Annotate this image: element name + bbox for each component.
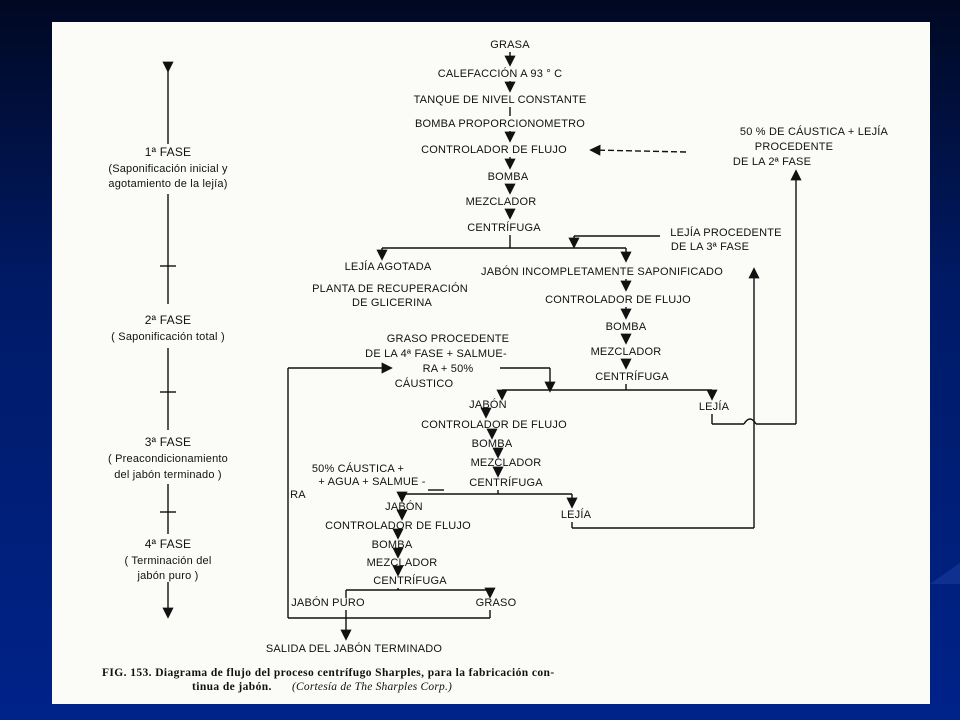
phase-4-desc: jabón puro ) (136, 570, 198, 582)
node-caustica-2fase: 50 % DE CÁUSTICA + LEJÍA (740, 125, 889, 138)
node-jabon-incompleto: JABÓN INCOMPLETAMENTE SAPONIFICADO (481, 265, 723, 278)
node-mezclador-2: MEZCLADOR (591, 346, 662, 358)
node-salida: SALIDA DEL JABÓN TERMINADO (266, 642, 443, 655)
node-caustica-agua: 50% CÁUSTICA + (312, 462, 404, 475)
node-mezclador-3: MEZCLADOR (471, 457, 542, 469)
node-controlador-flujo-4: CONTROLADOR DE FLUJO (325, 520, 471, 532)
node-bomba-3: BOMBA (472, 438, 513, 450)
node-caustica-2fase: DE LA 2ª FASE (733, 156, 811, 168)
node-caustica-agua: RA (290, 489, 306, 501)
node-jabon-4: JABÓN (385, 500, 423, 513)
node-bomba-4: BOMBA (372, 539, 413, 551)
phase-2-desc: ( Saponificación total ) (111, 331, 225, 343)
node-lejia-3: LEJÍA (699, 400, 730, 413)
phase-4-desc: ( Terminación del (125, 555, 212, 567)
node-lejia-3fase: LEJÍA PROCEDENTE (670, 226, 781, 239)
node-bomba-2: BOMBA (606, 321, 647, 333)
figure-caption-credit: (Cortesía de The Sharples Corp.) (292, 681, 452, 693)
node-lejia-4: LEJÍA (561, 508, 592, 521)
slide-decoration (930, 560, 960, 584)
node-lejia-agotada: LEJÍA AGOTADA (345, 260, 432, 273)
phase-1-desc: (Saponificación inicial y (108, 163, 228, 175)
node-grasa: GRASA (490, 39, 530, 51)
flow-diagram: 1ª FASE (Saponificación inicial y agotam… (102, 39, 889, 693)
slide-frame: 1ª FASE (Saponificación inicial y agotam… (52, 22, 930, 704)
node-planta-glicerina: PLANTA DE RECUPERACIÓN (312, 282, 468, 295)
phase-4-title: 4ª FASE (145, 537, 192, 551)
node-graso-4fase: RA + 50% (423, 363, 474, 375)
phase-2-title: 2ª FASE (145, 313, 192, 327)
node-graso-4fase: CÁUSTICO (395, 377, 454, 390)
node-caustica-2fase: PROCEDENTE (755, 141, 833, 153)
phase-1-title: 1ª FASE (145, 145, 192, 159)
phase-1-desc: agotamiento de la lejía) (108, 178, 227, 190)
node-caustica-agua: + AGUA + SALMUE - (318, 476, 425, 488)
figure-caption: FIG. 153. Diagrama de flujo del proceso … (102, 667, 555, 679)
node-jabon-puro: JABÓN PURO (291, 596, 365, 609)
node-graso-4fase: DE LA 4ª FASE + SALMUE- (365, 348, 507, 360)
node-bomba-1: BOMBA (488, 171, 529, 183)
node-mezclador-4: MEZCLADOR (367, 557, 438, 569)
phase-3-desc: del jabón terminado ) (114, 469, 222, 481)
node-centrifuga-1: CENTRÍFUGA (467, 221, 541, 234)
node-centrifuga-3: CENTRÍFUGA (469, 476, 543, 489)
node-graso-final: GRASO (476, 597, 517, 609)
phase-3-desc: ( Preacondicionamiento (108, 453, 228, 465)
node-controlador-flujo-2: CONTROLADOR DE FLUJO (545, 294, 691, 306)
node-mezclador-1: MEZCLADOR (466, 196, 537, 208)
node-controlador-flujo-1: CONTROLADOR DE FLUJO (421, 144, 567, 156)
phase-3-title: 3ª FASE (145, 435, 192, 449)
node-centrifuga-4: CENTRÍFUGA (373, 574, 447, 587)
node-lejia-3fase: DE LA 3ª FASE (671, 241, 749, 253)
node-tanque: TANQUE DE NIVEL CONSTANTE (414, 94, 587, 106)
phase-timeline (160, 61, 176, 619)
node-controlador-flujo-3: CONTROLADOR DE FLUJO (421, 419, 567, 431)
node-centrifuga-2: CENTRÍFUGA (595, 370, 669, 383)
node-planta-glicerina: DE GLICERINA (352, 297, 432, 309)
node-jabon-3: JABÓN (469, 398, 507, 411)
figure-caption: tinua de jabón. (192, 681, 272, 693)
node-graso-4fase: GRASO PROCEDENTE (387, 333, 509, 345)
node-calefaccion: CALEFACCIÓN A 93 ° C (438, 67, 563, 80)
node-bomba-proporcionometro: BOMBA PROPORCIONOMETRO (415, 118, 585, 130)
